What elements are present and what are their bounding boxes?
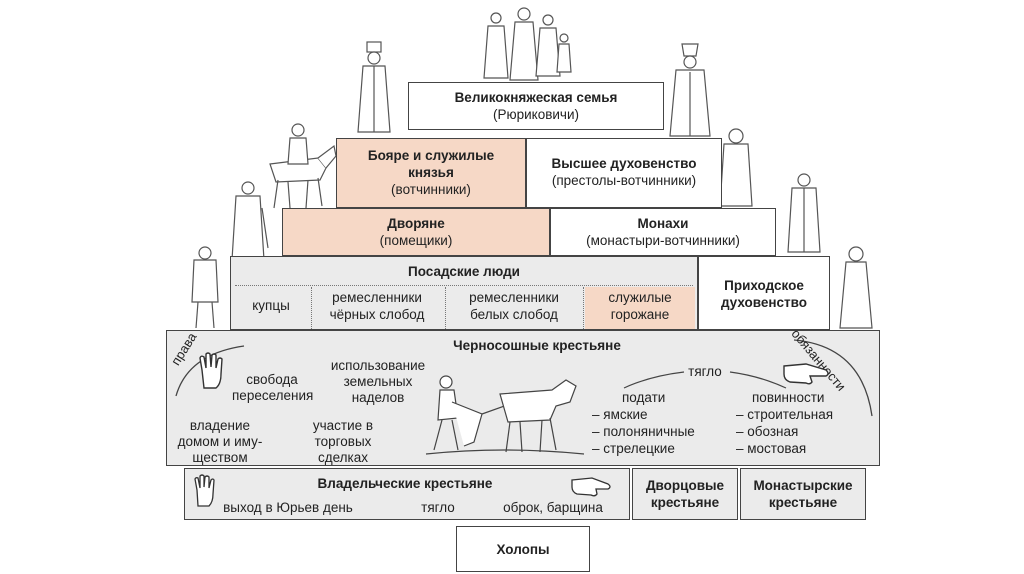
boyar-figure (357, 41, 391, 133)
posad-box: Посадские люди купцы ремесленники чёрных… (230, 256, 698, 330)
monastery-peasants-title: Монастырские крестьяне (753, 478, 853, 510)
right-property: владение домом и иму-ществом (177, 418, 263, 465)
taxes-item-polonyanichnye: – полоняничные (592, 424, 695, 439)
right-free-movement: свобода переселения (232, 372, 314, 403)
bishop-figure (669, 43, 711, 137)
court-peasants-title: Дворцовые крестьяне (645, 478, 725, 510)
grand-ducal-family-title: Великокняжеская семья (454, 90, 618, 105)
posad-title: Посадские люди (408, 264, 520, 279)
black-peasants-title: Черносошные крестьяне (453, 338, 621, 353)
owner-item-yuriev-day: выход в Юрьев день (223, 500, 353, 515)
royal-family-figures (483, 7, 572, 81)
pointing-hand-icon (571, 477, 611, 497)
taxes-item-streletskie: – стрелецкие (592, 441, 675, 456)
monks-title: Монахи (637, 216, 689, 231)
court-peasants-box: Дворцовые крестьяне (632, 468, 738, 520)
pointing-hand-icon (783, 363, 829, 385)
owner-item-obrok-barshchina: оброк, барщина (503, 500, 603, 515)
high-clergy-box: Высшее духовенство (престолы-вотчинники) (526, 138, 722, 208)
posad-cell-white-artisans: ремесленники белых слобод (469, 290, 559, 322)
noble-figure (231, 181, 269, 261)
owner-peasants-title: Владельческие крестьяне (317, 476, 493, 491)
monks-box: Монахи (монастыри-вотчинники) (550, 208, 776, 256)
priest-figure (787, 173, 821, 253)
woman-figure (839, 246, 873, 329)
posad-cell-black-artisans: ремесленники чёрных слобод (329, 290, 425, 322)
parish-clergy-title: Приходское духовенство (720, 278, 808, 310)
rights-arc (175, 345, 245, 397)
nobles-box: Дворяне (помещики) (282, 208, 550, 256)
horseman-figure (269, 123, 337, 209)
boyars-title: Бояре и служилые князья (367, 148, 495, 180)
posad-cell-service-townsmen: служилые горожане (585, 287, 695, 329)
duties-title: повинности (752, 390, 825, 405)
posad-cell-merchants: купцы (252, 298, 290, 313)
duties-item-bridge: – мостовая (736, 441, 807, 456)
tyaglo-connector (623, 371, 787, 389)
plough-horse-drawing (425, 375, 585, 455)
monks-subtitle: (монастыри-вотчинники) (586, 233, 740, 248)
taxes-item-yamskie: – ямские (592, 407, 648, 422)
boyars-subtitle: (вотчинники) (391, 182, 471, 197)
grand-ducal-family-box: Великокняжеская семья (Рюриковичи) (408, 82, 664, 130)
high-clergy-subtitle: (престолы-вотчинники) (551, 173, 697, 188)
owner-item-tyaglo: тягло (421, 500, 455, 515)
right-trade: участие в торговых сделках (312, 418, 374, 465)
townsman-figure (191, 246, 219, 329)
boyars-box: Бояре и служилые князья (вотчинники) (336, 138, 526, 208)
high-clergy-title: Высшее духовенство (551, 156, 697, 171)
parish-clergy-box: Приходское духовенство (698, 256, 830, 330)
nobles-subtitle: (помещики) (379, 233, 453, 248)
monk-figure (719, 128, 753, 207)
nobles-title: Дворяне (387, 216, 445, 231)
owner-peasants-box: Владельческие крестьяне выход в Юрьев де… (184, 468, 630, 520)
serfs-box: Холопы (456, 526, 590, 572)
open-hand-icon (199, 352, 223, 389)
monastery-peasants-box: Монастырские крестьяне (740, 468, 866, 520)
right-land-use: использование земельных наделов (330, 358, 426, 405)
duties-item-transport: – обозная (736, 424, 799, 439)
duties-item-construction: – строительная (736, 407, 834, 422)
duties-arc (793, 339, 873, 417)
grand-ducal-family-subtitle: (Рюриковичи) (492, 107, 580, 122)
serfs-title: Холопы (496, 542, 550, 557)
tyaglo-label: тягло (688, 364, 722, 379)
open-hand-icon (194, 474, 215, 507)
taxes-title: подати (622, 390, 666, 405)
